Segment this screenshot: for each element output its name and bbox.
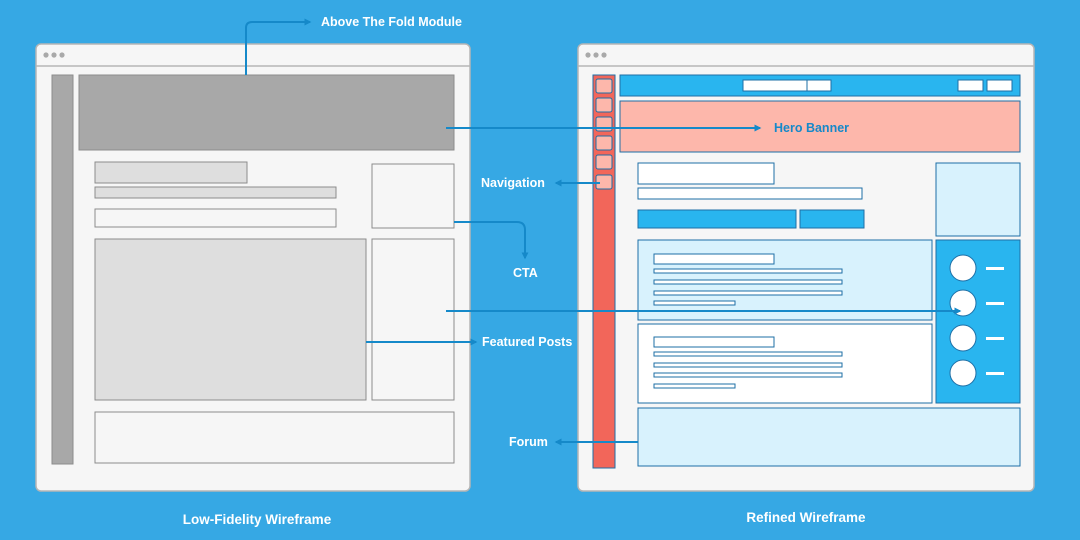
refined-text-line [637, 187, 863, 200]
refined-cta-box [935, 162, 1021, 237]
header-search-field [742, 79, 808, 92]
refined-hero-banner [619, 100, 1021, 153]
label-cta: CTA [513, 266, 538, 280]
avatar-name-line [986, 302, 1004, 305]
post-text-line [653, 279, 843, 285]
label-navigation: Navigation [481, 176, 545, 190]
nav-square-icon [595, 154, 613, 170]
refined-cta-button-secondary [799, 209, 865, 229]
avatar-icon [949, 254, 977, 282]
caption-low-fidelity: Low-Fidelity Wireframe [183, 512, 332, 527]
lofi-featured-posts-block [94, 238, 367, 401]
nav-square-icon [595, 97, 613, 113]
refined-nav-icons [595, 78, 613, 190]
post-text-line [653, 383, 736, 389]
lofi-window-dots-icon [43, 52, 65, 58]
avatar-name-line [986, 267, 1004, 270]
lofi-forum-block [94, 411, 455, 464]
label-above-fold: Above The Fold Module [321, 15, 462, 29]
nav-square-icon [595, 78, 613, 94]
avatar-icon [949, 289, 977, 317]
refined-cta-button-primary [637, 209, 797, 229]
arrow-above-fold [245, 18, 312, 75]
header-button [957, 79, 984, 92]
low-fidelity-window [35, 43, 471, 492]
post-text-line [653, 290, 843, 296]
label-hero-banner: Hero Banner [774, 121, 849, 135]
header-search-button [806, 79, 832, 92]
lofi-right-column-block [371, 238, 455, 401]
arrow-cta [454, 221, 529, 260]
lofi-title-block [94, 161, 248, 184]
lofi-cta-block [371, 163, 455, 229]
nav-square-icon [595, 135, 613, 151]
post-text-line [653, 362, 843, 368]
refined-forum-block [637, 407, 1021, 467]
post-title-line [653, 336, 775, 348]
header-button [986, 79, 1013, 92]
avatar-icon [949, 324, 977, 352]
lofi-sidebar [51, 74, 74, 465]
label-featured-posts: Featured Posts [482, 335, 572, 349]
lofi-text-line [94, 186, 337, 199]
refined-window-dots-icon [585, 52, 607, 58]
post-text-line [653, 300, 736, 306]
refined-avatar-column [935, 239, 1021, 404]
avatar-name-line [986, 372, 1004, 375]
post-text-line [653, 351, 843, 357]
avatar-name-line [986, 337, 1004, 340]
post-title-line [653, 253, 775, 265]
avatar-icon [949, 359, 977, 387]
connectors [245, 18, 962, 446]
post-text-line [653, 372, 843, 378]
refined-title-block [637, 162, 775, 185]
lofi-input-block [94, 208, 337, 228]
refined-nav-sidebar [592, 74, 616, 469]
lofi-above-fold-block [78, 74, 455, 151]
caption-refined: Refined Wireframe [746, 510, 866, 525]
refined-window [577, 43, 1035, 492]
post-text-line [653, 268, 843, 274]
label-forum: Forum [509, 435, 548, 449]
